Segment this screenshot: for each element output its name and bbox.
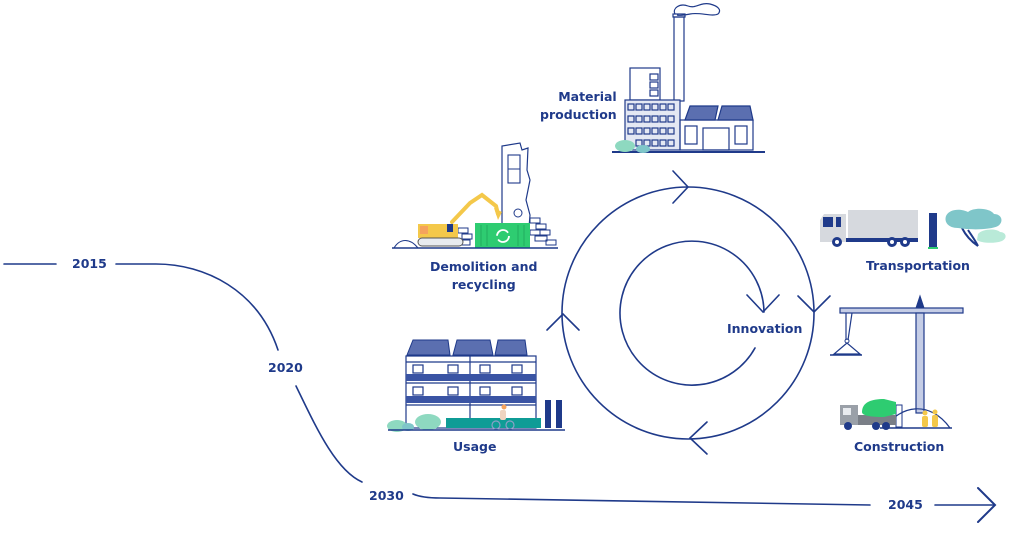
cycle-rings (546, 170, 831, 455)
residential-building-icon (387, 339, 565, 432)
cycle-arrow-bottom-icon (688, 421, 708, 455)
recycle-icon (496, 229, 510, 243)
stage-label-demolition-recycling: Demolition and recycling (430, 258, 537, 294)
cycle-arrow-right-icon (797, 295, 831, 314)
solar-panel-icon (452, 339, 494, 356)
stage-label-line: Transportation (866, 258, 970, 273)
charging-station-icon (556, 400, 562, 428)
innovation-label: Innovation (727, 321, 803, 336)
solar-panel-icon (717, 105, 754, 121)
stage-label-transportation: Transportation (866, 257, 970, 275)
year-label-2030: 2030 (369, 488, 404, 503)
stage-label-usage: Usage (453, 438, 496, 456)
year-label-2045: 2045 (888, 497, 923, 512)
inner-cycle-arrow-icon (746, 294, 780, 314)
recycling-container (475, 223, 530, 248)
excavator-icon (392, 142, 558, 249)
cycle-arrow-left-icon (546, 312, 580, 331)
stage-label-line: Demolition and (430, 259, 538, 274)
stage-label-line: recycling (451, 277, 516, 292)
cycle-arrow-top-icon (672, 170, 690, 204)
cyclist-icon (491, 404, 515, 430)
timeline-curve-2015-2020 (115, 263, 279, 351)
solar-panel-icon (684, 105, 719, 121)
truck-icon (820, 208, 1006, 249)
charging-station-icon (545, 400, 551, 428)
stage-label-material-production: Material production (540, 88, 617, 124)
solar-panel-icon (494, 339, 528, 356)
smoke-icon (673, 3, 721, 17)
year-label-2020: 2020 (268, 360, 303, 375)
stage-label-line: Material (558, 89, 617, 104)
stage-label-construction: Construction (854, 438, 944, 456)
arrow-right-icon (977, 487, 997, 523)
stage-label-line: Usage (453, 439, 497, 454)
stage-label-line: Construction (854, 439, 945, 454)
factory-icon (612, 3, 765, 153)
timeline (3, 263, 997, 523)
charging-station-icon (929, 213, 937, 248)
solar-panel-icon (406, 339, 451, 356)
tree-icon (961, 227, 979, 247)
year-label-2015: 2015 (72, 256, 107, 271)
timeline-curve-2020-2030 (295, 385, 363, 483)
cement-mixer-truck-icon (840, 399, 896, 430)
timeline-segment-2030-2045 (412, 493, 871, 506)
outer-cycle-ring (561, 186, 815, 440)
stage-label-line: production (540, 107, 617, 122)
inner-cycle-ring (619, 240, 765, 386)
construction-workers-icon (922, 409, 938, 427)
